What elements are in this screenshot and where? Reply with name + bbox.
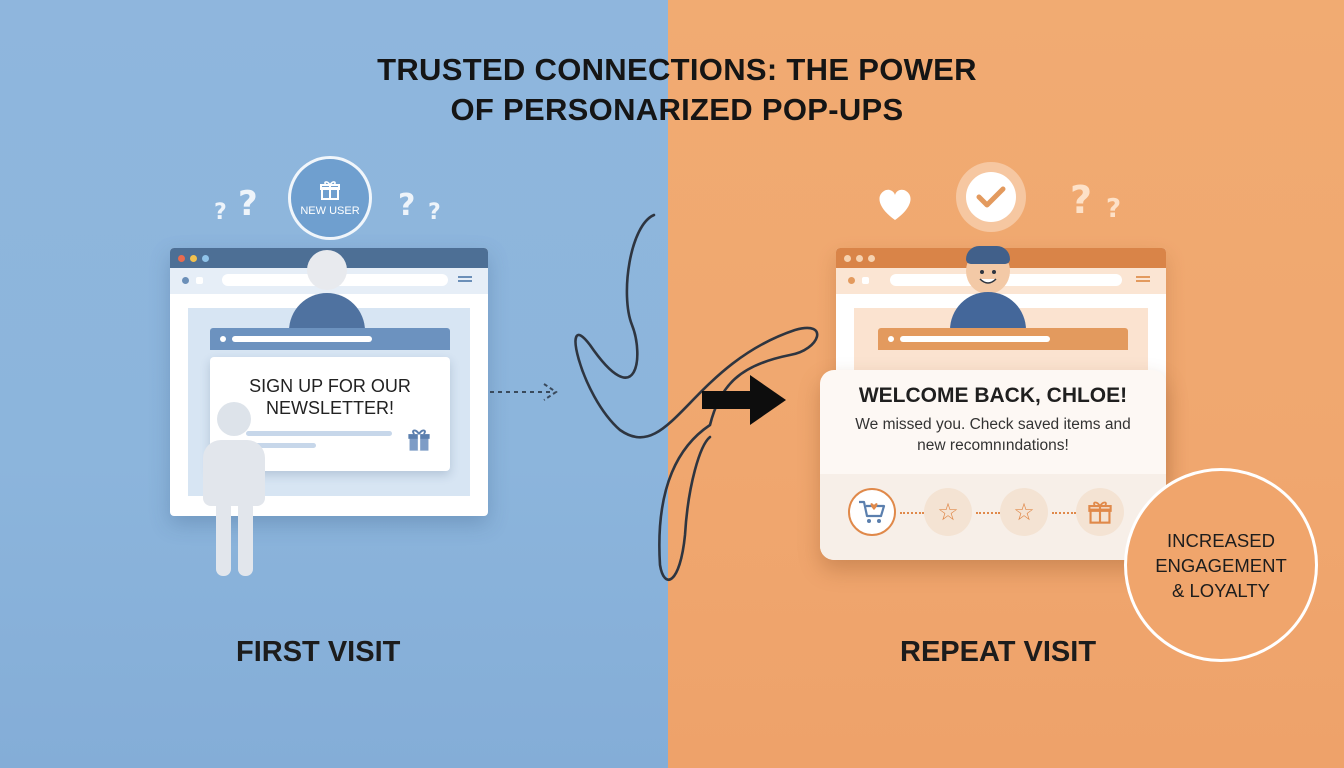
- newsletter-line-2: NEWSLETTER!: [265, 398, 394, 418]
- back-icon[interactable]: [848, 277, 855, 284]
- gift-icon: [408, 429, 430, 451]
- repeat-visit-label: REPEAT VISIT: [900, 636, 1097, 668]
- question-icon: ?: [214, 200, 227, 225]
- tab-icon[interactable]: [196, 277, 203, 284]
- cart-icon: [859, 500, 886, 523]
- ghost-user-leg: [216, 500, 231, 576]
- question-icon: ?: [1106, 194, 1122, 224]
- ghost-user-head: [217, 402, 251, 436]
- new-user-label: NEW USER: [300, 205, 360, 217]
- star-icon: ☆: [1013, 498, 1035, 526]
- ghost-user-leg: [238, 500, 253, 576]
- checkmark-icon: [976, 186, 1006, 208]
- star-button[interactable]: ☆: [1000, 488, 1048, 536]
- welcome-message-line-2: new recomnındations!: [917, 437, 1069, 454]
- dotted-connector: [900, 512, 924, 514]
- dotted-connector: [1052, 512, 1076, 514]
- maximize-dot-icon[interactable]: [202, 254, 209, 262]
- question-icon: ?: [1070, 178, 1093, 222]
- popup-header-bar: [878, 328, 1128, 350]
- engagement-badge: INCREASED ENGAGEMENT & LOYALTY: [1124, 468, 1318, 662]
- text-placeholder-line: [246, 443, 316, 448]
- question-icon: ?: [238, 184, 258, 224]
- page-title: TRUSTED CONNECTIONS: THE POWER OF PERSON…: [300, 50, 1054, 130]
- checkmark-badge: [956, 162, 1026, 232]
- gift-icon: [1088, 501, 1112, 524]
- popup-title-placeholder: [232, 336, 372, 342]
- minimize-dot-icon[interactable]: [856, 254, 863, 262]
- dotted-arrow-icon: [490, 383, 558, 401]
- close-dot-icon[interactable]: [844, 254, 851, 262]
- popup-header-bar: [210, 328, 450, 350]
- cart-button[interactable]: [848, 488, 896, 536]
- welcome-heading: WELCOME BACK, CHLOE!: [858, 384, 1128, 407]
- ghost-user-body: [203, 440, 265, 506]
- popup-title-placeholder: [900, 336, 1050, 342]
- engagement-line-1: INCREASED: [1167, 529, 1275, 551]
- heart-icon: [879, 189, 911, 220]
- engagement-line-2: ENGAGEMENT: [1155, 554, 1287, 576]
- popup-dot-icon: [888, 336, 894, 342]
- newsletter-popup-text: SIGN UP FOR OUR NEWSLETTER!: [210, 375, 450, 419]
- tab-icon[interactable]: [862, 277, 869, 284]
- avatar-hair: [966, 246, 1010, 264]
- arrow-right-icon: [702, 375, 786, 425]
- new-user-badge: NEW USER: [288, 156, 372, 240]
- title-line-1: TRUSTED CONNECTIONS: THE POWER: [377, 52, 977, 87]
- star-icon: ☆: [937, 498, 959, 526]
- maximize-dot-icon[interactable]: [868, 254, 875, 262]
- welcome-message: We missed you. Check saved items and new…: [834, 414, 1152, 456]
- title-line-2: OF PERSONARIZED POP-UPS: [450, 92, 904, 127]
- question-icon: ?: [398, 188, 416, 223]
- first-visit-label: FIRST VISIT: [236, 636, 401, 668]
- popup-dot-icon: [220, 336, 226, 342]
- question-icon: ?: [428, 200, 441, 225]
- newsletter-line-1: SIGN UP FOR OUR: [249, 376, 411, 396]
- menu-icon[interactable]: [458, 276, 472, 278]
- close-dot-icon[interactable]: [178, 254, 185, 262]
- welcome-message-line-1: We missed you. Check saved items and: [855, 416, 1131, 433]
- back-icon[interactable]: [182, 277, 189, 284]
- gift-button[interactable]: [1076, 488, 1124, 536]
- avatar: [307, 250, 347, 290]
- minimize-dot-icon[interactable]: [190, 254, 197, 262]
- dotted-connector: [976, 512, 1000, 514]
- menu-icon[interactable]: [1136, 276, 1150, 278]
- welcome-back-popup[interactable]: WELCOME BACK, CHLOE! We missed you. Chec…: [820, 370, 1166, 560]
- gift-icon: [320, 181, 340, 200]
- star-button[interactable]: ☆: [924, 488, 972, 536]
- engagement-line-3: & LOYALTY: [1171, 579, 1270, 601]
- email-field[interactable]: [246, 431, 392, 436]
- connection-line-icon: [574, 213, 819, 581]
